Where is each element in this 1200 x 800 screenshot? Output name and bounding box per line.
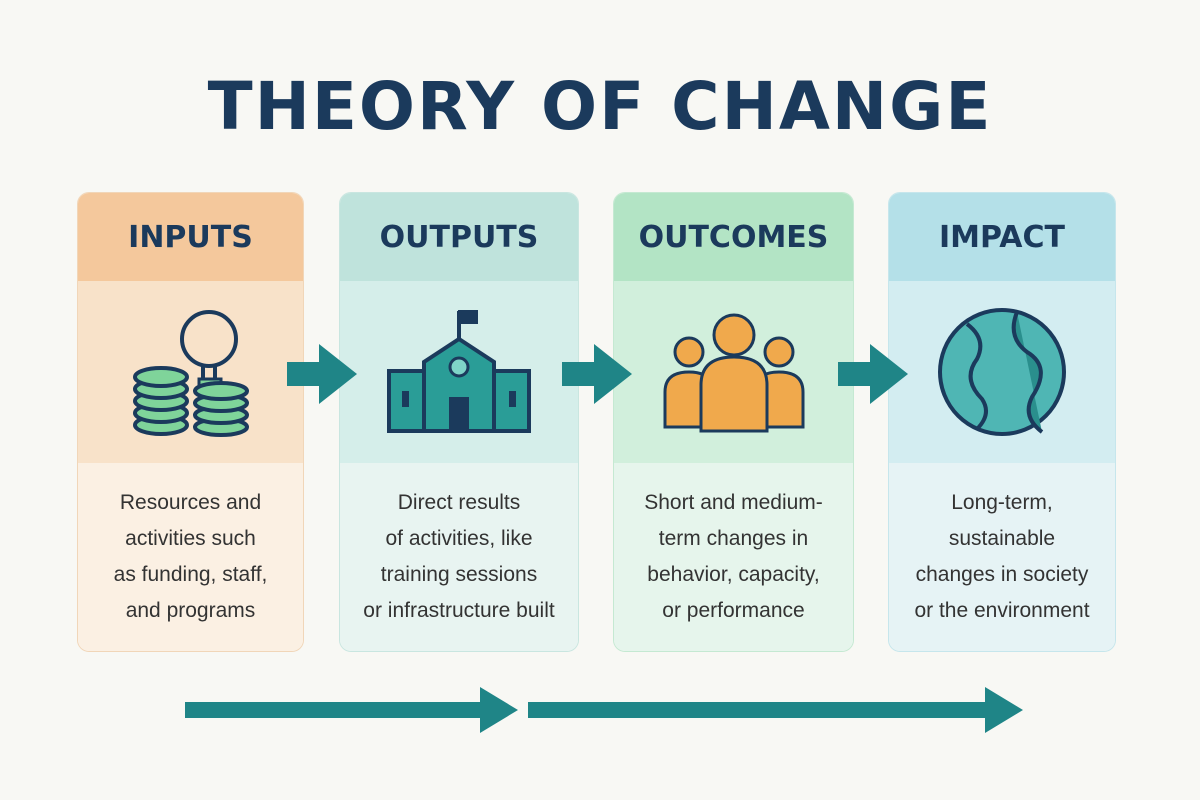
page-title: THEORY OF CHANGE: [207, 68, 993, 145]
arrow-right-icon: [287, 344, 357, 404]
stage-title: IMPACT: [889, 193, 1115, 281]
stage-impact: IMPACT Long-term, sustainable changes in…: [888, 192, 1116, 652]
globe-icon: [889, 281, 1115, 463]
stage-outcomes: OUTCOMES Short and medium- term changes …: [613, 192, 854, 652]
stage-outputs: OUTPUTS Direct results of activities, li…: [339, 192, 579, 652]
arrow-right-icon: [838, 344, 908, 404]
flow-arrow-icon: [185, 687, 518, 733]
people-group-icon: [614, 281, 853, 463]
stage-title: OUTPUTS: [340, 193, 578, 281]
stage-title: INPUTS: [78, 193, 303, 281]
flow-arrow-icon: [528, 687, 1023, 733]
stage-inputs: INPUTS Resources and activities such as …: [77, 192, 304, 652]
stage-title: OUTCOMES: [614, 193, 853, 281]
stage-description: Resources and activities such as funding…: [78, 463, 303, 651]
stage-description: Direct results of activities, like train…: [340, 463, 578, 651]
arrow-right-icon: [562, 344, 632, 404]
school-building-icon: [340, 281, 578, 463]
stage-description: Long-term, sustainable changes in societ…: [889, 463, 1115, 651]
coins-lightbulb-icon: [78, 281, 303, 463]
stage-description: Short and medium- term changes in behavi…: [614, 463, 853, 651]
